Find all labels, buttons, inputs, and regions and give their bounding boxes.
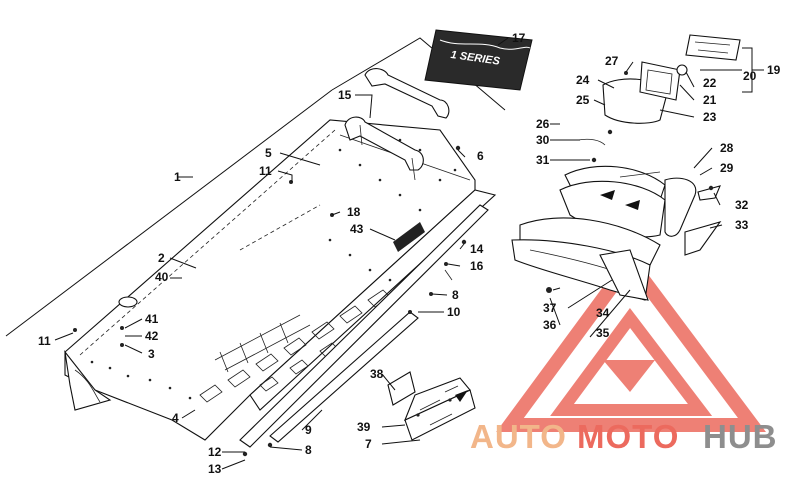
watermark-hub: HUB (703, 418, 778, 455)
callout-14: 14 (470, 242, 484, 256)
mount-bracket (387, 371, 476, 441)
callout-8b: 8 (305, 443, 312, 457)
callout-4: 4 (172, 411, 179, 425)
callout-37: 37 (543, 301, 557, 315)
callout-15: 15 (338, 88, 352, 102)
callout-23: 23 (703, 110, 717, 124)
callout-labels: 1 2 3 4 5 6 7 8 8 9 10 11 11 12 13 14 15… (38, 31, 781, 476)
callout-25: 25 (576, 93, 590, 107)
callout-17: 17 (512, 31, 526, 45)
callout-26: 26 (536, 117, 550, 131)
callout-38: 38 (370, 367, 384, 381)
watermark-auto: AUTO (470, 418, 567, 455)
callout-31: 31 (536, 153, 550, 167)
tunnel-rivets (90, 133, 457, 400)
callout-36: 36 (543, 318, 557, 332)
callout-8a: 8 (452, 288, 459, 302)
callout-3: 3 (148, 347, 155, 361)
tunnel-assembly (64, 119, 497, 441)
callout-16: 16 (470, 259, 484, 273)
callout-5: 5 (265, 146, 272, 160)
assembly-bracket (5, 37, 506, 337)
side-rail (239, 204, 489, 448)
callout-9: 9 (305, 423, 312, 437)
callout-11b: 11 (38, 334, 51, 348)
callout-11a: 11 (259, 164, 272, 178)
callout-18: 18 (347, 205, 361, 219)
callout-6: 6 (477, 149, 484, 163)
callout-43: 43 (350, 222, 364, 236)
leader-lines (54, 37, 764, 470)
callout-33: 33 (735, 218, 749, 232)
callout-2: 2 (158, 251, 165, 265)
callout-1: 1 (174, 170, 181, 184)
rear-bumper-assembly (511, 165, 722, 301)
callout-32: 32 (735, 198, 749, 212)
callout-24: 24 (576, 73, 590, 87)
callout-21: 21 (703, 93, 717, 107)
callout-40: 40 (155, 270, 169, 284)
callout-35: 35 (596, 326, 610, 340)
series-decal: 1 SERIES (424, 29, 533, 91)
callout-34: 34 (596, 306, 610, 320)
callout-13: 13 (208, 462, 222, 476)
callout-10: 10 (447, 305, 461, 319)
running-board-cutouts (199, 289, 391, 403)
callout-30: 30 (536, 133, 550, 147)
callout-22: 22 (703, 76, 717, 90)
grab-bar-rear (344, 68, 450, 181)
callout-19: 19 (767, 63, 781, 77)
taillight-assembly (577, 34, 741, 146)
callout-29: 29 (720, 161, 734, 175)
callout-41: 41 (145, 312, 159, 326)
callout-42: 42 (145, 329, 159, 343)
callout-28: 28 (720, 141, 734, 155)
watermark-moto: MOTO (577, 418, 679, 455)
callout-39: 39 (357, 420, 371, 434)
watermark-logo (496, 250, 766, 432)
watermark-text: AUTO MOTO HUB (470, 418, 778, 455)
callout-20: 20 (743, 69, 757, 83)
callout-27: 27 (605, 54, 619, 68)
callout-12: 12 (208, 445, 222, 459)
callout-7: 7 (365, 437, 372, 451)
